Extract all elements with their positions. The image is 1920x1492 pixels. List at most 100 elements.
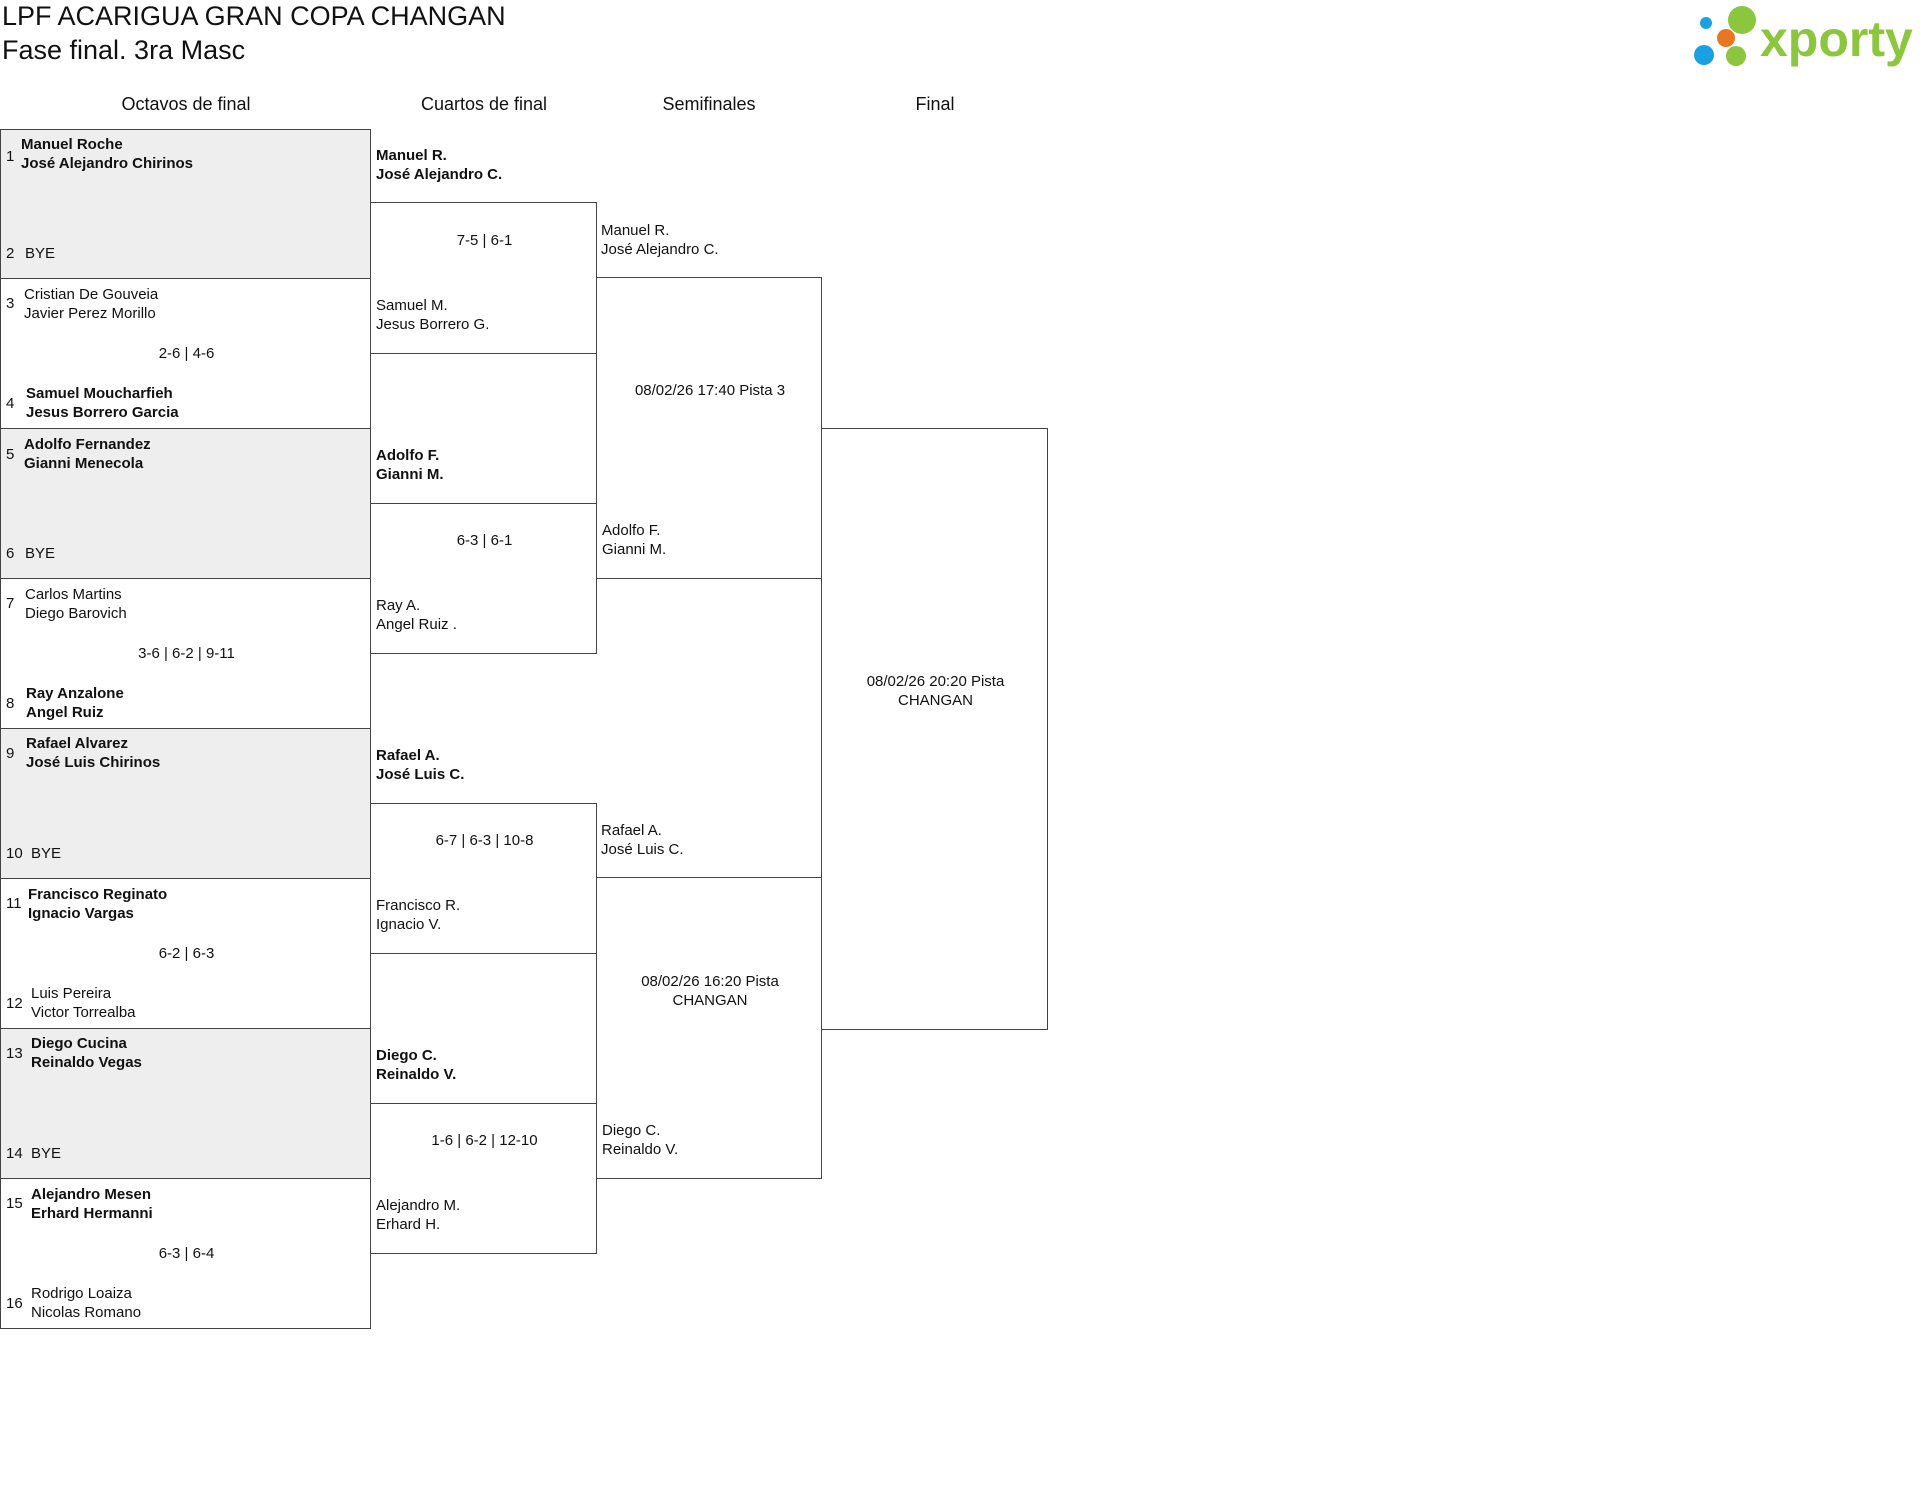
team-bottom: Rodrigo Loaiza Nicolas Romano xyxy=(31,1284,141,1322)
player-name: Nicolas Romano xyxy=(31,1304,142,1321)
octavos-match-2: 3 Cristian De Gouveia Javier Perez Moril… xyxy=(0,278,371,429)
team-top: Alejandro Mesen Erhard Hermanni xyxy=(31,1185,153,1223)
team-bottom: Diego C. Reinaldo V. xyxy=(602,1121,678,1159)
match-score: 6-3 | 6-4 xyxy=(158,1245,215,1262)
seed-number: 6 xyxy=(6,545,15,562)
final-match: 08/02/26 20:20 Pista CHANGAN xyxy=(821,428,1048,1030)
seed-number: 13 xyxy=(6,1045,23,1062)
match-schedule: 08/02/26 20:20 Pista CHANGAN xyxy=(866,673,1005,709)
page-subtitle: Fase final. 3ra Masc xyxy=(2,35,246,65)
semis-match-2: 08/02/26 16:20 Pista CHANGAN Diego C. Re… xyxy=(596,877,822,1179)
cuartos-match-4: 1-6 | 6-2 | 12-10 Alejandro M. Erhard H. xyxy=(370,1103,597,1254)
player-name: Samuel M. xyxy=(376,297,448,314)
qf3-winner: Rafael A. José Luis C. xyxy=(376,746,464,784)
team-top: Adolfo Fernandez Gianni Menecola xyxy=(24,435,151,473)
player-name: José Alejandro C. xyxy=(601,241,719,258)
player-name: Luis Pereira xyxy=(31,985,112,1002)
seed-number: 11 xyxy=(6,895,22,912)
seed-number: 4 xyxy=(6,395,15,412)
player-name: Javier Perez Morillo xyxy=(24,305,156,322)
team-bottom: Adolfo F. Gianni M. xyxy=(602,521,666,559)
player-name: Manuel R. xyxy=(601,222,670,239)
player-name: Adolfo F. xyxy=(376,447,440,464)
player-name: Diego Cucina xyxy=(31,1035,127,1052)
cuartos-match-1: 7-5 | 6-1 Samuel M. Jesus Borrero G. xyxy=(370,202,597,354)
player-name: Samuel Moucharfieh xyxy=(26,385,173,402)
team-bottom: Luis Pereira Victor Torrealba xyxy=(31,984,136,1022)
octavos-match-1: 1 Manuel Roche José Alejandro Chirinos 2… xyxy=(0,129,371,279)
team-bottom: Alejandro M. Erhard H. xyxy=(376,1196,460,1234)
sf1-top-team: Manuel R. José Alejandro C. xyxy=(601,221,719,259)
octavos-match-5: 9 Rafael Alvarez José Luis Chirinos 10 B… xyxy=(0,728,371,879)
sf2-top-team: Rafael A. José Luis C. xyxy=(601,821,684,859)
octavos-match-7: 13 Diego Cucina Reinaldo Vegas 14 BYE xyxy=(0,1028,371,1179)
match-score: 2-6 | 4-6 xyxy=(158,345,215,362)
octavos-match-4: 7 Carlos Martins Diego Barovich 3-6 | 6-… xyxy=(0,578,371,729)
match-schedule: 08/02/26 17:40 Pista 3 xyxy=(634,382,786,399)
match-score: 6-3 | 6-1 xyxy=(456,532,513,549)
team-top: Diego Cucina Reinaldo Vegas xyxy=(31,1034,142,1072)
player-name: Ray Anzalone xyxy=(26,685,124,702)
player-name: Rodrigo Loaiza xyxy=(31,1285,132,1302)
qf1-winner: Manuel R. José Alejandro C. xyxy=(376,146,502,184)
bye-label: BYE xyxy=(31,1145,62,1162)
seed-number: 14 xyxy=(6,1145,23,1162)
player-name: Manuel Roche xyxy=(21,136,123,153)
qf2-winner: Adolfo F. Gianni M. xyxy=(376,446,444,484)
seed-number: 7 xyxy=(6,595,15,612)
seed-number: 9 xyxy=(6,745,15,762)
player-name: José Alejandro C. xyxy=(376,166,503,183)
player-name: Ignacio Vargas xyxy=(28,905,134,922)
team-bottom: Samuel Moucharfieh Jesus Borrero Garcia xyxy=(26,384,179,422)
seed-number: 2 xyxy=(6,245,15,262)
logo-text: xporty xyxy=(1760,11,1913,67)
match-score: 7-5 | 6-1 xyxy=(456,232,513,249)
player-name: Erhard H. xyxy=(376,1216,441,1233)
cuartos-match-3: 6-7 | 6-3 | 10-8 Francisco R. Ignacio V. xyxy=(370,803,597,954)
player-name: Diego C. xyxy=(602,1122,661,1139)
bye-label: BYE xyxy=(25,545,56,562)
match-schedule: 08/02/26 16:20 Pista CHANGAN xyxy=(641,973,779,1009)
octavos-match-8: 15 Alejandro Mesen Erhard Hermanni 6-3 |… xyxy=(0,1178,371,1329)
player-name: Rafael Alvarez xyxy=(26,735,128,752)
page-title: LPF ACARIGUA GRAN COPA CHANGAN xyxy=(2,1,506,31)
team-top: Rafael Alvarez José Luis Chirinos xyxy=(26,734,160,772)
player-name: Carlos Martins xyxy=(25,586,122,603)
player-name: José Alejandro Chirinos xyxy=(21,155,193,172)
team-bottom: Samuel M. Jesus Borrero G. xyxy=(376,296,489,334)
team-bottom: Francisco R. Ignacio V. xyxy=(376,896,460,934)
seed-number: 3 xyxy=(6,295,15,312)
player-name: Angel Ruiz . xyxy=(376,616,457,633)
match-score: 6-7 | 6-3 | 10-8 xyxy=(435,832,534,849)
match-score: 1-6 | 6-2 | 12-10 xyxy=(431,1132,538,1149)
player-name: Reinaldo V. xyxy=(376,1066,457,1083)
team-top: Carlos Martins Diego Barovich xyxy=(25,585,127,623)
octavos-match-3: 5 Adolfo Fernandez Gianni Menecola 6 BYE xyxy=(0,428,371,579)
team-bottom: Ray A. Angel Ruiz . xyxy=(376,596,457,634)
player-name: Erhard Hermanni xyxy=(31,1205,153,1222)
player-name: Francisco Reginato xyxy=(28,886,168,903)
seed-number: 12 xyxy=(6,995,23,1012)
player-name: Alejandro Mesen xyxy=(31,1186,152,1203)
player-name: Alejandro M. xyxy=(376,1197,461,1214)
player-name: Reinaldo Vegas xyxy=(31,1054,142,1071)
player-name: Gianni Menecola xyxy=(24,455,144,472)
player-name: Manuel R. xyxy=(376,147,447,164)
player-name: Adolfo Fernandez xyxy=(24,436,151,453)
player-name: Adolfo F. xyxy=(602,522,661,539)
player-name: Rafael A. xyxy=(601,822,662,839)
xporty-logo: xporty xyxy=(1692,2,1920,74)
seed-number: 8 xyxy=(6,695,15,712)
player-name: Rafael A. xyxy=(376,747,440,764)
player-name: Diego Barovich xyxy=(25,605,127,622)
player-name: Victor Torrealba xyxy=(31,1004,136,1021)
seed-number: 10 xyxy=(6,845,23,862)
player-name: José Luis C. xyxy=(376,766,465,783)
team-top: Manuel Roche José Alejandro Chirinos xyxy=(21,135,193,173)
semis-match-1: 08/02/26 17:40 Pista 3 Adolfo F. Gianni … xyxy=(596,277,822,579)
match-score: 3-6 | 6-2 | 9-11 xyxy=(138,645,235,662)
seed-number: 15 xyxy=(6,1195,23,1212)
player-name: Diego C. xyxy=(376,1047,437,1064)
round-header-cuartos: Cuartos de final xyxy=(420,94,548,114)
seed-number: 1 xyxy=(6,148,15,165)
